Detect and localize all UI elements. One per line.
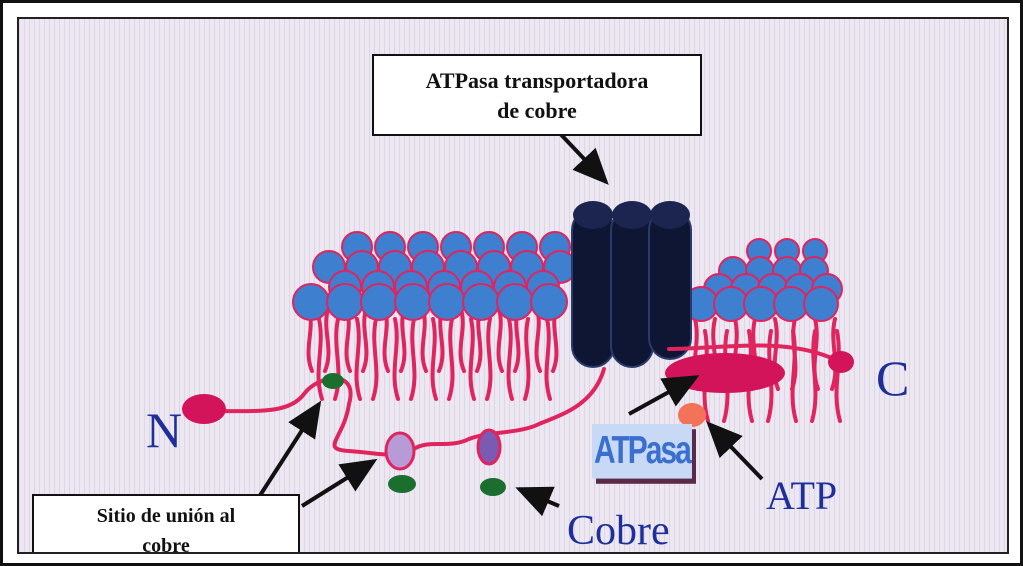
diagram-panel: ATPasa transportadora de cobre Sitio de … [17, 17, 1009, 554]
lipid-tail [363, 309, 366, 371]
lipid-tail [812, 331, 815, 421]
copper-ion [388, 475, 416, 493]
lipid-head [531, 284, 567, 320]
lipid-tail [547, 319, 550, 399]
copper-site-line-2: cobre [34, 531, 298, 554]
lipid-tail [509, 319, 512, 399]
lipid-head [293, 284, 329, 320]
lipid-tail [373, 319, 376, 399]
lipid-head [463, 284, 499, 320]
copper-binding-site-2 [478, 430, 500, 464]
transporter-title-callout: ATPasa transportadora de cobre [372, 54, 702, 136]
lipid-tail [525, 319, 528, 399]
atp-label: ATP [766, 472, 837, 519]
copper-site-callout: Sitio de unión al cobre [32, 494, 300, 554]
lipid-head [361, 284, 397, 320]
lipid-tail [411, 319, 414, 399]
arrow-to-site-1 [302, 461, 374, 506]
atpase-domain [665, 353, 785, 393]
lipid-head [395, 284, 431, 320]
copper-label: Cobre [567, 507, 670, 554]
lipid-tail [395, 319, 398, 399]
lipid-head [497, 284, 533, 320]
arrow-to-site-2 [259, 404, 319, 497]
lipid-head [744, 287, 778, 321]
lipid-tail [423, 309, 426, 371]
lipid-tail [499, 309, 502, 371]
c-terminus-domain [828, 351, 854, 373]
lipid-head [774, 287, 808, 321]
n-terminus-label: N [146, 401, 182, 459]
lipid-tail [487, 319, 490, 399]
copper-ion [480, 478, 506, 496]
lipid-tail [319, 319, 322, 399]
lipid-head [804, 287, 838, 321]
lipid-heads-right [684, 239, 842, 321]
lipid-head [714, 287, 748, 321]
lipid-tails-left [309, 309, 557, 399]
lipid-tail [357, 319, 360, 399]
c-terminus-label: C [876, 349, 909, 407]
arrow-to-atp [709, 424, 762, 479]
arrow-to-copper [519, 489, 559, 506]
lipid-head [429, 284, 465, 320]
atpase-label: ATPasa [592, 424, 692, 479]
lipid-heads-left [293, 232, 576, 320]
lipid-tail [461, 309, 464, 371]
lipid-tail [433, 319, 436, 399]
lipid-tail [837, 331, 840, 421]
copper-transporter [572, 201, 691, 367]
n-terminus-domain [182, 394, 226, 424]
copper-binding-site-1 [386, 433, 414, 469]
copper-ion [322, 373, 344, 389]
title-line-2: de cobre [374, 96, 700, 126]
title-line-1: ATPasa transportadora [374, 66, 700, 96]
lipid-tail [449, 319, 452, 399]
lipid-tail [471, 319, 474, 399]
lipid-head [327, 284, 363, 320]
lipid-tail [325, 309, 328, 371]
copper-site-line-1: Sitio de unión al [34, 501, 298, 531]
